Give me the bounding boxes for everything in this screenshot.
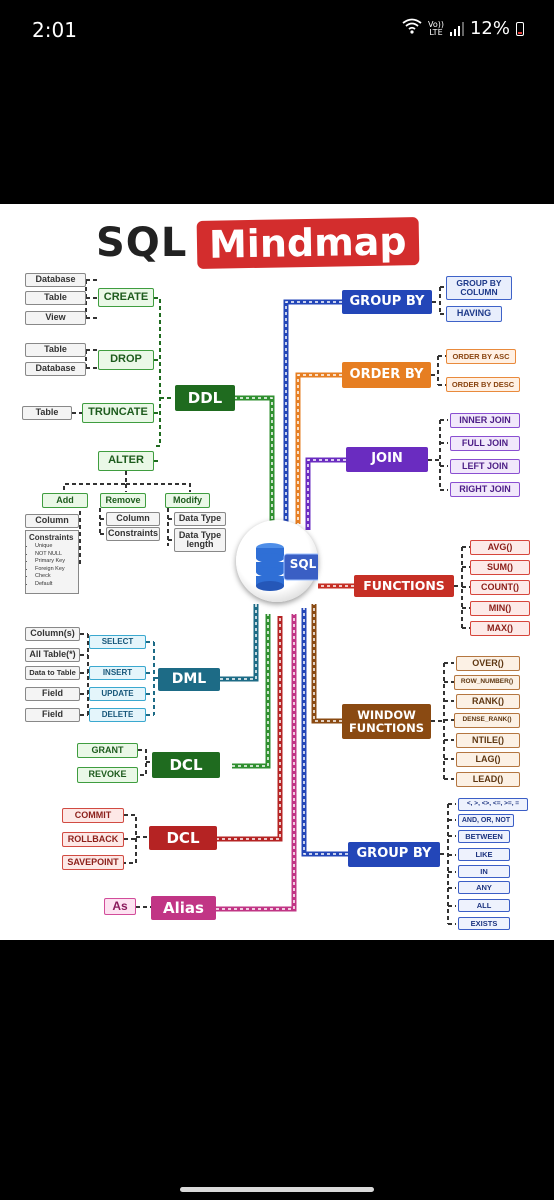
any-op[interactable]: ANY (458, 881, 510, 894)
modify-data-type-length[interactable]: Data Type length (174, 528, 226, 552)
delete-command[interactable]: DELETE (89, 708, 146, 722)
create-table[interactable]: Table (25, 291, 86, 305)
lag-fn[interactable]: LAG() (456, 752, 520, 767)
add-column[interactable]: Column (25, 514, 79, 528)
truncate-node[interactable]: TRUNCATE (82, 403, 154, 423)
right-join[interactable]: RIGHT JOIN (450, 482, 520, 497)
lead-fn[interactable]: LEAD() (456, 772, 520, 787)
functions-hub[interactable]: FUNCTIONS (354, 575, 454, 597)
join-hub[interactable]: JOIN (346, 447, 428, 472)
where-group-by-hub[interactable]: GROUP BY (348, 842, 440, 867)
remove-constraints[interactable]: Constraints (106, 527, 160, 541)
status-bar: 2:01 Vo))LTE 12% (0, 0, 554, 60)
center-sql-label: SQL (289, 557, 317, 571)
dml-hub[interactable]: DML (158, 668, 220, 691)
inner-join[interactable]: INNER JOIN (450, 413, 520, 428)
sql-center-circle: SQL (236, 520, 321, 602)
update-command[interactable]: UPDATE (89, 687, 146, 701)
signal-icon (449, 21, 464, 36)
constraint-item: NOT NULL (35, 551, 75, 559)
connector-lines (54, 279, 470, 925)
select-command[interactable]: SELECT (89, 635, 146, 649)
drop-database[interactable]: Database (25, 362, 86, 376)
dml-field-update[interactable]: Field (25, 687, 80, 701)
constraint-item: Check (35, 573, 75, 581)
dml-all-table[interactable]: All Table(*) (25, 648, 80, 662)
dml-columns[interactable]: Column(s) (25, 627, 80, 641)
over-fn[interactable]: OVER() (456, 656, 520, 671)
constraint-item: Unique (35, 543, 75, 551)
wifi-icon (402, 18, 422, 39)
count-fn[interactable]: COUNT() (470, 580, 530, 595)
full-join[interactable]: FULL JOIN (450, 436, 520, 451)
order-by-desc[interactable]: ORDER BY DESC (446, 377, 520, 392)
rollback-node[interactable]: ROLLBACK (62, 832, 124, 847)
volte-icon: Vo))LTE (427, 19, 444, 37)
title-sql: SQL (96, 220, 188, 266)
remove-column[interactable]: Column (106, 512, 160, 526)
ddl-hub[interactable]: DDL (175, 385, 235, 411)
status-icons: Vo))LTE 12% (402, 18, 524, 39)
alter-modify[interactable]: Modify (165, 493, 210, 508)
dcl-hub-grant[interactable]: DCL (152, 752, 220, 778)
comparison-operators[interactable]: <, >, <>, <=, >=, = (458, 798, 528, 811)
database-icon (256, 543, 321, 591)
left-join[interactable]: LEFT JOIN (450, 459, 520, 474)
alter-node[interactable]: ALTER (98, 451, 154, 471)
group-by-column[interactable]: GROUP BY COLUMN (446, 276, 512, 300)
min-fn[interactable]: MIN() (470, 601, 530, 616)
home-indicator[interactable] (180, 1187, 374, 1192)
sum-fn[interactable]: SUM() (470, 560, 530, 575)
constraints-heading: Constraints (29, 533, 74, 542)
having-node[interactable]: HAVING (446, 306, 502, 322)
rank-fn[interactable]: RANK() (456, 694, 520, 709)
constraint-item: Primary Key (35, 558, 75, 566)
drop-node[interactable]: DROP (98, 350, 154, 370)
insert-command[interactable]: INSERT (89, 666, 146, 680)
row-number-fn[interactable]: ROW_NUMBER() (454, 675, 520, 690)
dense-rank-fn[interactable]: DENSE_RANK() (454, 713, 520, 728)
clock: 2:01 (32, 18, 77, 42)
max-fn[interactable]: MAX() (470, 621, 530, 636)
window-functions-hub[interactable]: WINDOW FUNCTIONS (342, 704, 431, 739)
modify-data-type[interactable]: Data Type (174, 512, 226, 526)
dml-field-delete[interactable]: Field (25, 708, 80, 722)
grant-node[interactable]: GRANT (77, 743, 138, 758)
savepoint-node[interactable]: SAVEPOINT (62, 855, 124, 870)
alias-hub[interactable]: Alias (151, 896, 216, 920)
between-op[interactable]: BETWEEN (458, 830, 510, 843)
drop-table[interactable]: Table (25, 343, 86, 357)
group-by-hub[interactable]: GROUP BY (342, 290, 432, 314)
order-by-hub[interactable]: ORDER BY (342, 362, 431, 388)
constraint-item: Foreign Key (35, 566, 75, 574)
create-view[interactable]: View (25, 311, 86, 325)
like-op[interactable]: LIKE (458, 848, 510, 861)
alter-add[interactable]: Add (42, 493, 88, 508)
commit-node[interactable]: COMMIT (62, 808, 124, 823)
logical-operators[interactable]: AND, OR, NOT (458, 814, 514, 827)
sql-mindmap-image[interactable]: SQL Mindmap (0, 204, 554, 940)
create-database[interactable]: Database (25, 273, 86, 287)
create-node[interactable]: CREATE (98, 288, 154, 307)
dml-data-to-table[interactable]: Data to Table (25, 666, 80, 680)
battery-icon (516, 21, 524, 36)
revoke-node[interactable]: REVOKE (77, 767, 138, 783)
constraint-item: Default (35, 581, 75, 589)
order-by-asc[interactable]: ORDER BY ASC (446, 349, 516, 364)
truncate-table[interactable]: Table (22, 406, 72, 420)
all-op[interactable]: ALL (458, 899, 510, 912)
in-op[interactable]: IN (458, 865, 510, 878)
ntile-fn[interactable]: NTILE() (456, 733, 520, 748)
avg-fn[interactable]: AVG() (470, 540, 530, 555)
constraints-list: Constraints Unique NOT NULL Primary Key … (25, 530, 79, 594)
alter-remove[interactable]: Remove (100, 493, 146, 508)
mindmap-title: SQL Mindmap (96, 217, 420, 269)
as-node[interactable]: As (104, 898, 136, 915)
dcl-hub-commit[interactable]: DCL (149, 826, 217, 850)
exists-op[interactable]: EXISTS (458, 917, 510, 930)
battery-percent: 12% (469, 18, 510, 39)
